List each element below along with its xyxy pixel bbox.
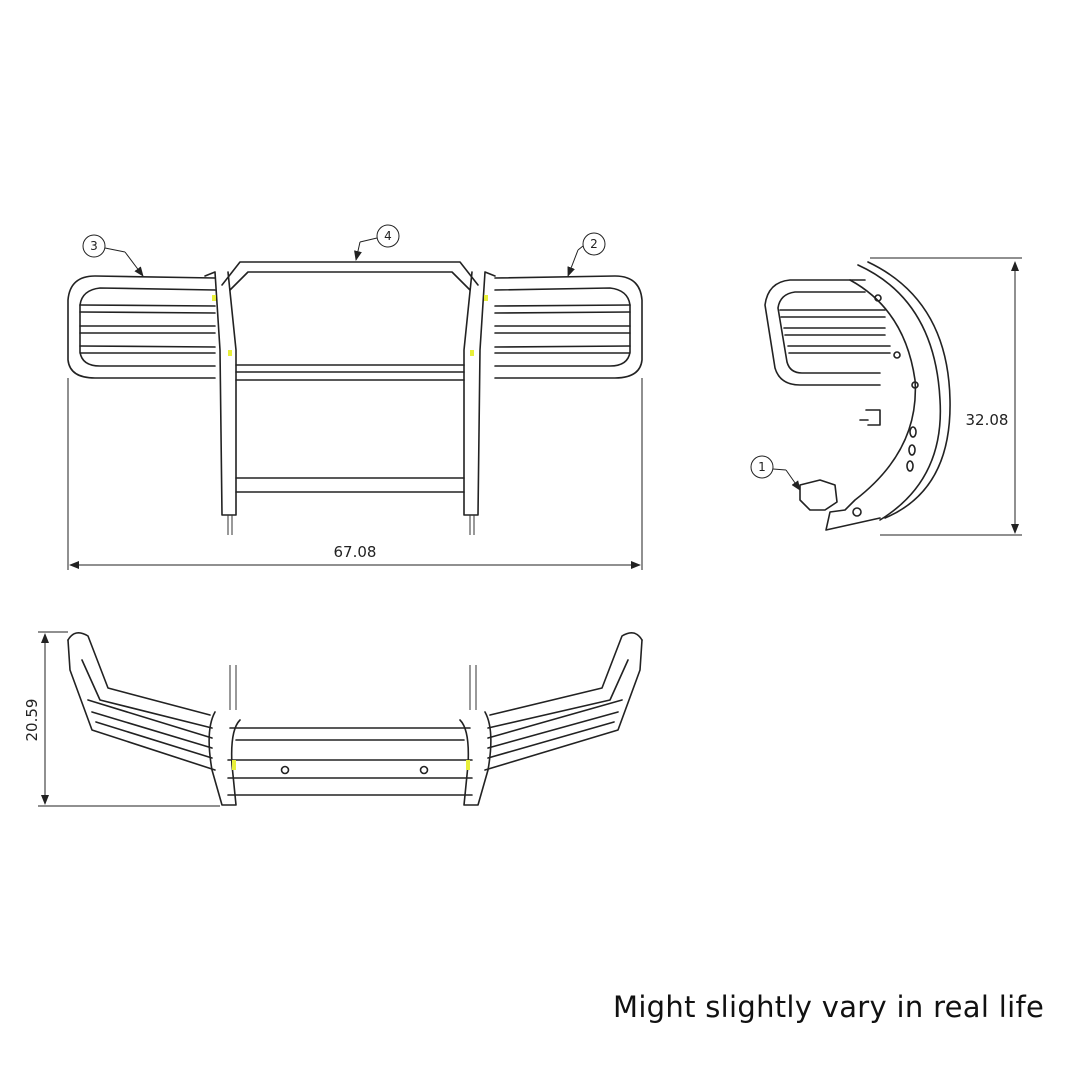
front-view: 67.08 <box>67 261 643 570</box>
balloon-3-label: 3 <box>90 239 98 253</box>
depth-dimension: 20.59 <box>23 699 41 742</box>
balloon-1-label: 1 <box>758 460 766 474</box>
balloon-4-label: 4 <box>384 229 392 243</box>
balloon-2-label: 2 <box>590 237 598 251</box>
side-view: 32.08 <box>764 257 1022 536</box>
balloon-3: 3 <box>82 234 144 277</box>
disclaimer-note: Might slightly vary in real life <box>613 990 1045 1024</box>
height-dimension: 32.08 <box>966 411 1009 429</box>
balloon-4: 4 <box>354 224 400 261</box>
balloon-2: 2 <box>567 232 606 277</box>
balloon-1: 1 <box>750 455 801 491</box>
top-view: 20.59 <box>23 631 643 807</box>
width-dimension: 67.08 <box>334 543 377 561</box>
